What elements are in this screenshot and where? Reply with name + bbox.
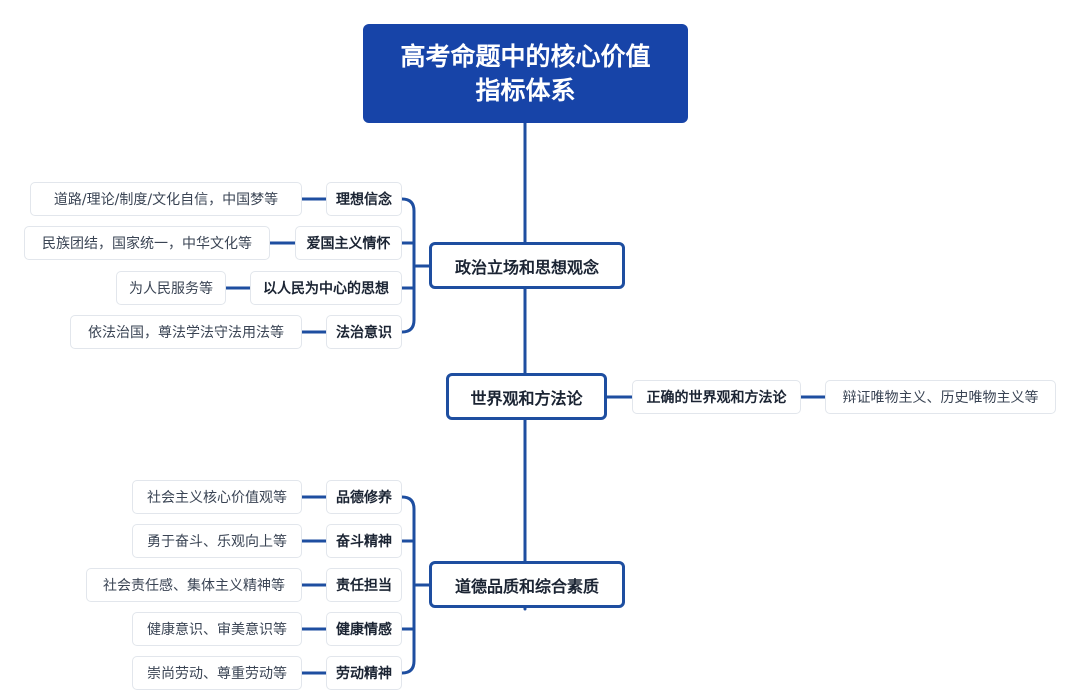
sub-people-centered: 以人民为中心的思想 <box>250 271 402 305</box>
leaf-labor-spirit: 崇尚劳动、尊重劳动等 <box>132 656 302 690</box>
bracket-political <box>400 197 433 334</box>
root-title-line1: 高考命题中的核心价值 <box>400 41 651 71</box>
leaf-striving: 勇于奋斗、乐观向上等 <box>132 524 302 558</box>
leaf-patriotism: 民族团结，国家统一，中华文化等 <box>24 226 270 260</box>
sub-healthy-emotion: 健康情感 <box>326 612 402 646</box>
sub-rule-of-law: 法治意识 <box>326 315 402 349</box>
sub-morality: 品德修养 <box>326 480 402 514</box>
sub-patriotism: 爱国主义情怀 <box>295 226 402 260</box>
leaf-rule-of-law: 依法治国，尊法学法守法用法等 <box>70 315 302 349</box>
sub-labor-spirit: 劳动精神 <box>326 656 402 690</box>
leaf-morality: 社会主义核心价值观等 <box>132 480 302 514</box>
branch-political: 政治立场和思想观念 <box>429 242 625 289</box>
sub-ideals: 理想信念 <box>326 182 402 216</box>
sub-striving: 奋斗精神 <box>326 524 402 558</box>
sub-correct-worldview: 正确的世界观和方法论 <box>632 380 801 414</box>
sub-responsibility: 责任担当 <box>326 568 402 602</box>
root-node: 高考命题中的核心价值 指标体系 <box>363 24 688 123</box>
leaf-responsibility: 社会责任感、集体主义精神等 <box>86 568 302 602</box>
leaf-people-centered: 为人民服务等 <box>116 271 226 305</box>
leaf-ideals: 道路/理论/制度/文化自信，中国梦等 <box>30 182 302 216</box>
leaf-connectors <box>224 197 328 675</box>
branch-worldview: 世界观和方法论 <box>446 373 607 420</box>
branch-moral: 道德品质和综合素质 <box>429 561 625 608</box>
root-title-line2: 指标体系 <box>475 75 576 105</box>
leaf-healthy-emotion: 健康意识、审美意识等 <box>132 612 302 646</box>
leaf-correct-worldview: 辩证唯物主义、历史唯物主义等 <box>825 380 1056 414</box>
bracket-moral <box>400 495 433 675</box>
